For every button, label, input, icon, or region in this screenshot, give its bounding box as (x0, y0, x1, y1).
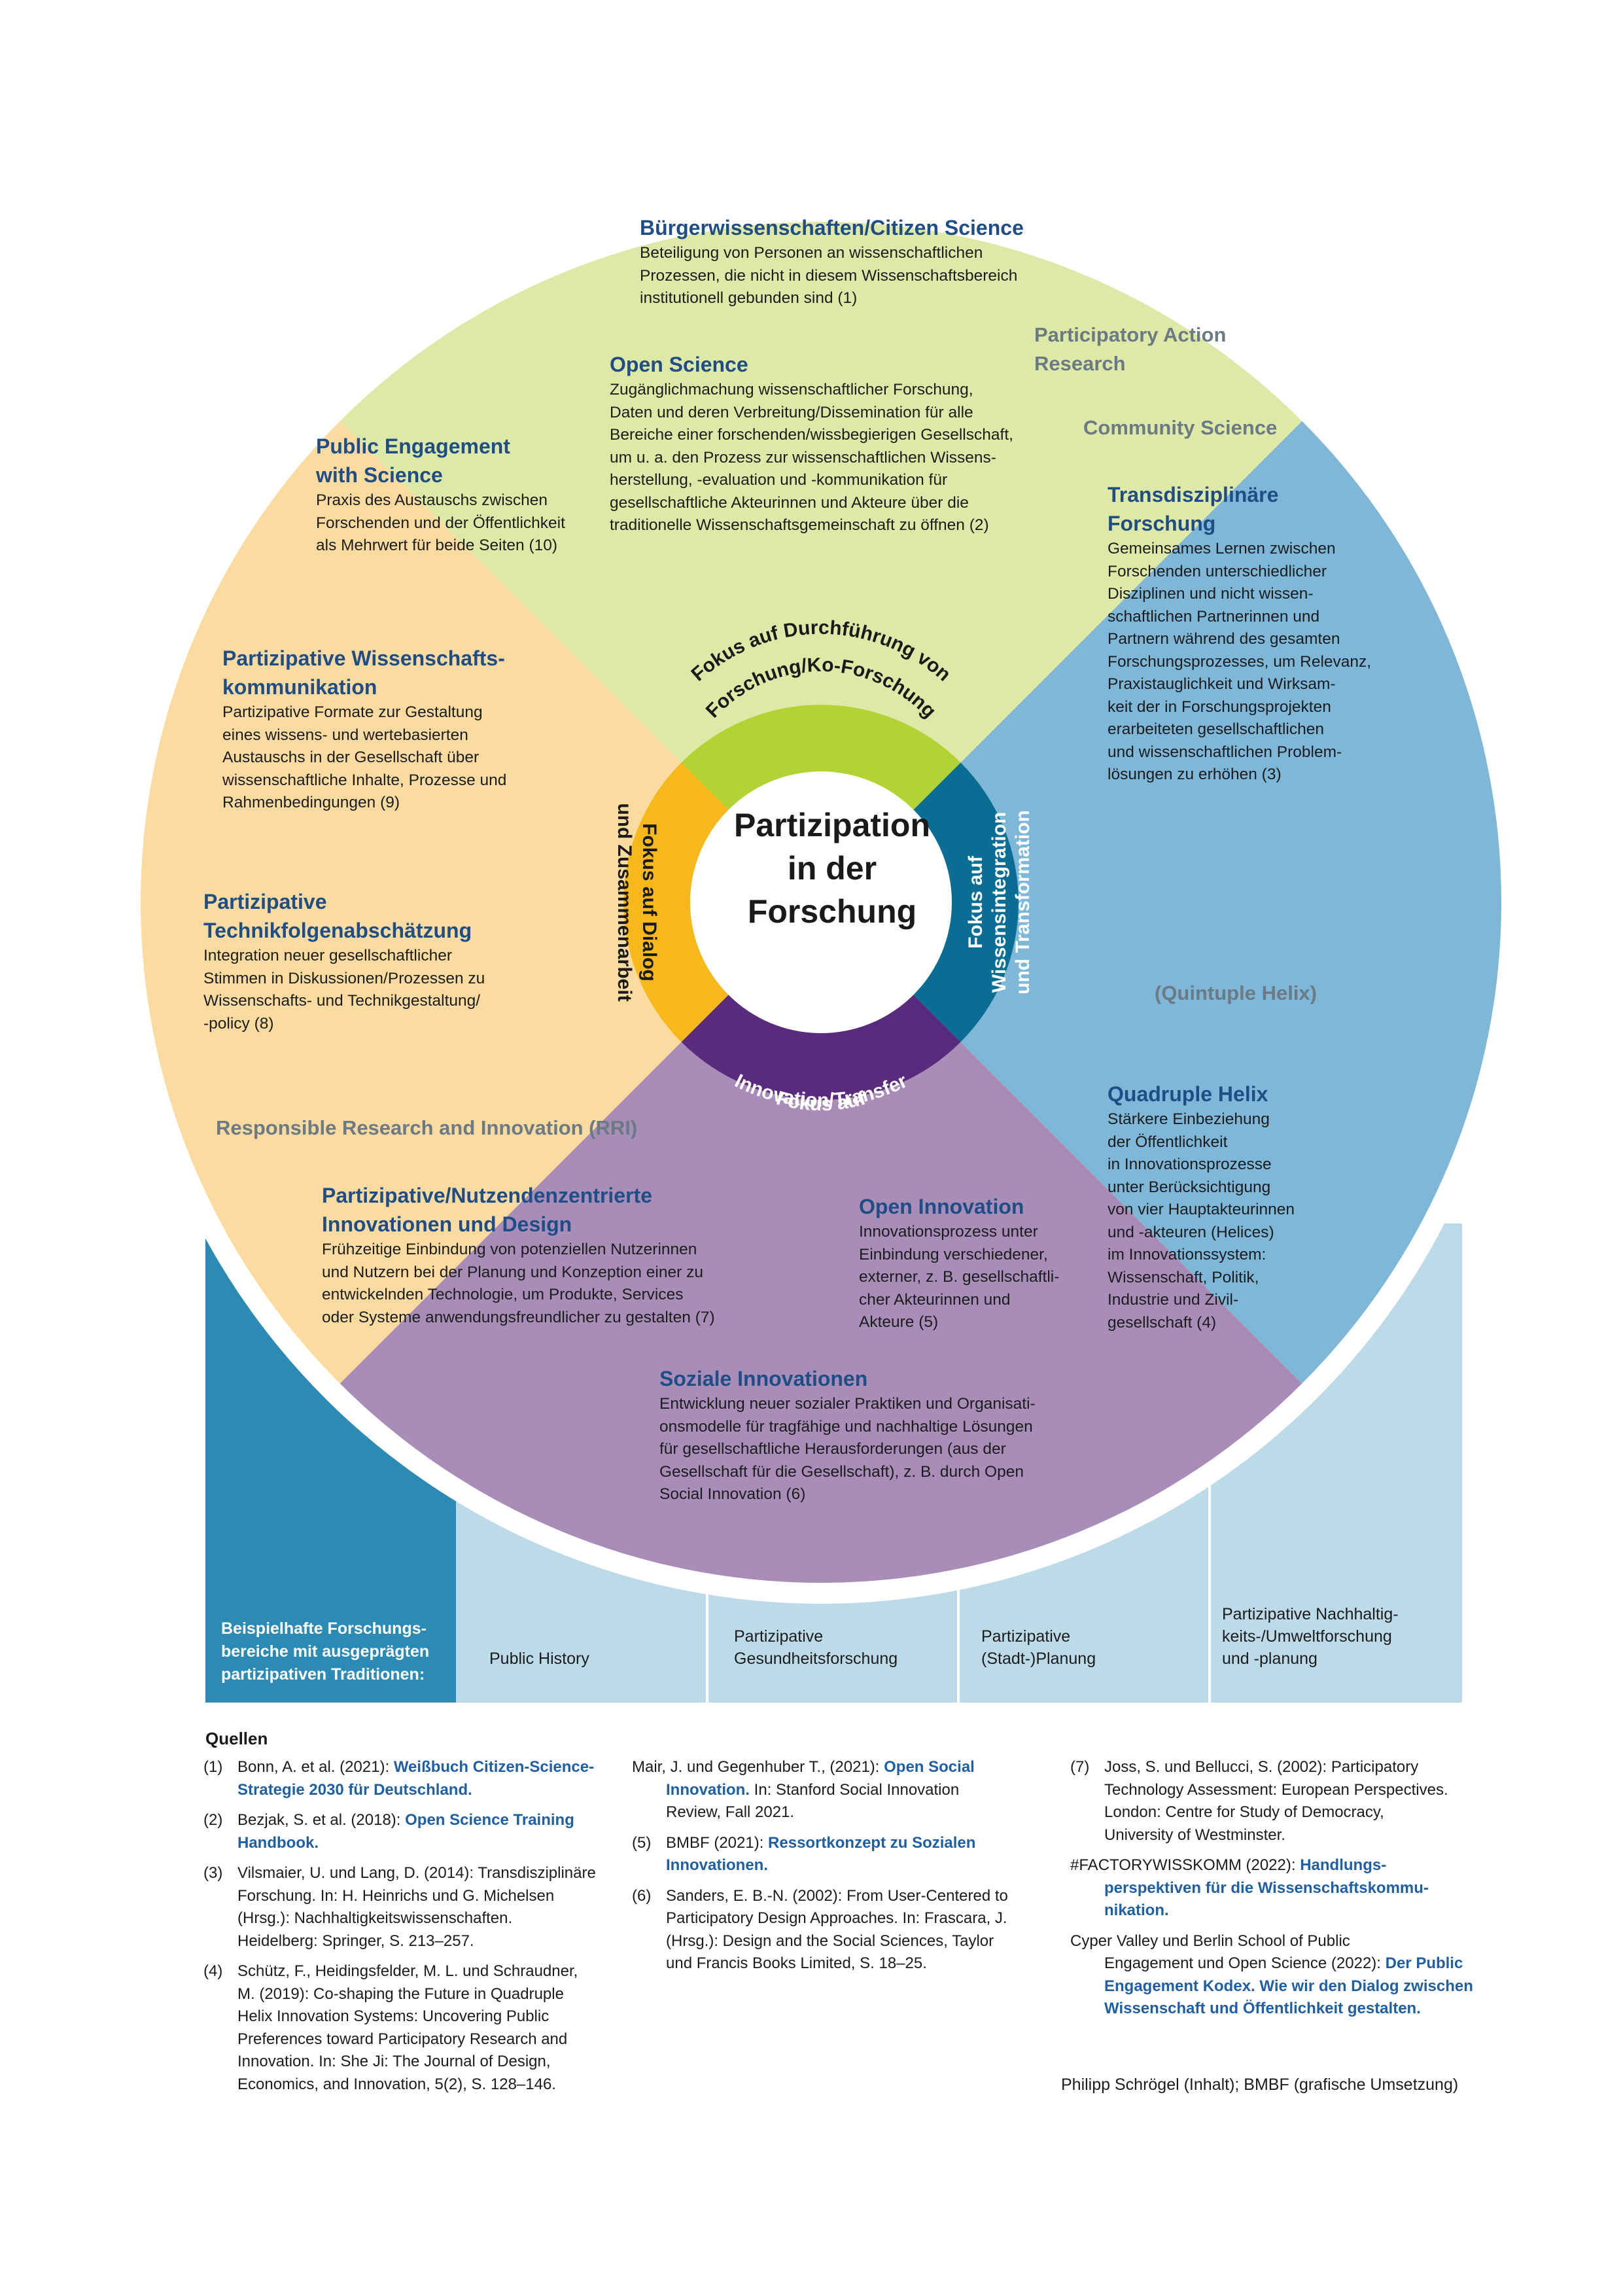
ref-text: Joss, S. und Bellucci, S. (2002): Partic… (1104, 1758, 1448, 1844)
block-open-innovation: Open Innovation Innovationsprozess unter… (859, 1192, 1108, 1334)
ref-num: (1) (203, 1758, 223, 1776)
ref-num: (5) (632, 1833, 652, 1852)
ref-text: Mair, J. und Gegenhuber T., (2021): (632, 1758, 884, 1776)
ref-6: (6) Sanders, E. B.-N. (2002): From User-C… (632, 1885, 1038, 1975)
center-title: Partizipation in der Forschung (733, 807, 931, 930)
block-desc: Partizipative Formate zur Gestaltung ein… (222, 703, 507, 811)
credit-line: Philipp Schrögel (Inhalt); BMBF (grafisc… (1061, 2075, 1459, 2094)
sources-col-1: (1) Bonn, A. et al. (2021): Weißbuch Citi… (203, 1756, 622, 2104)
band-label-public-history: Public History (489, 1650, 589, 1668)
ring-right-label-1: Fokus auf (965, 855, 986, 949)
ring-right-label-2: Wissensintegration (988, 812, 1010, 993)
block-nutzendenzentriert: Partizipative/Nutzendenzentrierte Innova… (322, 1181, 767, 1329)
ring-left-label-1: Fokus auf Dialog (638, 823, 660, 981)
label-quintuple-helix: (Quintuple Helix) (1155, 981, 1317, 1004)
block-desc: Innovationsprozess unter Einbindung vers… (859, 1223, 1060, 1331)
ref-text-after: In: Stanford Social Innovation Review, F… (666, 1780, 960, 1822)
block-title: Bürgerwissenschaften/Citizen Science (640, 216, 1024, 239)
ref-num: (6) (632, 1886, 652, 1905)
ref-2: (2) Bezjak, S. et al. (2018): Open Scienc… (203, 1809, 622, 1854)
block-desc: Stärkere Einbeziehung der Öffentlichkeit… (1108, 1110, 1295, 1332)
block-title: Soziale Innovationen (659, 1367, 868, 1390)
ref-3: (3) Vilsmaier, U. und Lang, D. (2014): Tr… (203, 1862, 622, 1952)
ref-text: Bonn, A. et al. (2021): (237, 1758, 394, 1776)
block-desc: Frühzeitige Einbindung von potenziellen … (322, 1241, 715, 1326)
ref-link[interactable]: Weißbuch Citizen-Science- Strategie 2030… (237, 1758, 595, 1799)
ref-7: (7) Joss, S. und Bellucci, S. (2002): Par… (1070, 1756, 1489, 1846)
block-title: Transdisziplinäre Forschung (1108, 483, 1279, 535)
band-label-nachhaltigkeit: Partizipative Nachhaltig- keits-/Umweltf… (1222, 1605, 1399, 1668)
block-title: Partizipative/Nutzendenzentrierte Innova… (322, 1184, 652, 1236)
ref-1: (1) Bonn, A. et al. (2021): Weißbuch Citi… (203, 1756, 622, 1801)
ref-text: Bezjak, S. et al. (2018): (237, 1811, 406, 1829)
block-title: Partizipative Technikfolgenabschätzung (203, 890, 472, 942)
ring-left-label-2: und Zusammenarbeit (614, 803, 635, 1001)
ref-text: BMBF (2021): (666, 1833, 769, 1852)
label-rri: Responsible Research and Innovation (RRI… (216, 1116, 638, 1139)
ref-text: Vilsmaier, U. und Lang, D. (2014): Trans… (237, 1864, 596, 1950)
block-technikfolgenabschaetzung: Partizipative Technikfolgenabschätzung I… (203, 887, 511, 1035)
block-title: Partizipative Wissenschafts- kommunikati… (222, 646, 505, 699)
ref-num: (3) (203, 1864, 223, 1882)
ref-text: #FACTORYWISSKOMM (2022): (1070, 1856, 1300, 1874)
ref-num: (7) (1070, 1758, 1090, 1776)
ref-num: (4) (203, 1962, 223, 1980)
block-title: Open Science (610, 353, 748, 376)
ref-num: (2) (203, 1811, 223, 1829)
band-label-planung: Partizipative (Stadt-)Planung (981, 1627, 1096, 1668)
block-title: Quadruple Helix (1108, 1082, 1268, 1106)
inner-ring (623, 705, 1019, 1100)
ref-text: Schütz, F., Heidingsfelder, M. L. und Sc… (237, 1962, 578, 2093)
block-citizen-science: Bürgerwissenschaften/Citizen Science Bet… (640, 213, 1058, 310)
ref-link[interactable]: Handlungs- perspektiven für die Wissensc… (1104, 1856, 1429, 1919)
block-partizipative-wisskomm: Partizipative Wissenschafts- kommunikati… (222, 644, 530, 815)
ref-mair: Mair, J. und Gegenhuber T., (2021): Open… (632, 1756, 1038, 1824)
ref-text: Cyper Valley und Berlin School of Public… (1070, 1932, 1381, 1973)
block-title: Public Engagement with Science (316, 434, 510, 487)
block-transdisziplinaer: Transdisziplinäre Forschung Gemeinsames … (1108, 480, 1382, 786)
sources-col-3: (7) Joss, S. und Bellucci, S. (2002): Par… (1070, 1756, 1489, 2028)
ref-4: (4) Schütz, F., Heidingsfelder, M. L. und… (203, 1960, 622, 2096)
ref-factorywisskomm: #FACTORYWISSKOMM (2022): Handlungs- pers… (1070, 1854, 1489, 1922)
ref-link[interactable]: Open Social Innovation. (666, 1758, 975, 1799)
block-desc: Zugänglichmachung wissenschaftlicher For… (610, 381, 1013, 534)
center-circle (690, 771, 952, 1033)
band-intro-label: Beispielhafte Forschungs- bereiche mit a… (221, 1619, 430, 1684)
ref-link[interactable]: Ressortkonzept zu Sozialen Innovationen. (666, 1833, 976, 1875)
sources-col-2: Mair, J. und Gegenhuber T., (2021): Open… (632, 1756, 1038, 1983)
sources-title: Quellen (205, 1729, 268, 1748)
ring-right-label-3: und Transformation (1012, 810, 1034, 995)
block-public-engagement: Public Engagement with Science Praxis de… (316, 432, 591, 557)
block-open-science: Open Science Zugänglichmachung wissensch… (610, 350, 1068, 537)
ref-cyber-valley: Cyper Valley und Berlin School of Public… (1070, 1930, 1489, 2021)
ref-link[interactable]: Der Public Engagement Kodex. Wie wir den… (1104, 1954, 1473, 2017)
block-desc: Entwicklung neuer sozialer Praktiken und… (659, 1395, 1036, 1503)
block-title: Open Innovation (859, 1195, 1024, 1218)
ref-link[interactable]: Open Science Training Handbook. (237, 1811, 574, 1852)
label-community-science: Community Science (1083, 416, 1278, 439)
ref-text: Sanders, E. B.-N. (2002): From User-Cent… (666, 1886, 1008, 1973)
block-desc: Beteiligung von Personen an wissenschaft… (640, 244, 1018, 307)
label-participatory-action-research: Participatory Action Research (1034, 323, 1227, 375)
block-desc: Integration neuer gesellschaftlicher Sti… (203, 947, 485, 1033)
block-soziale-innovationen: Soziale Innovationen Entwicklung neuer s… (659, 1364, 1091, 1506)
block-quadruple-helix: Quadruple Helix Stärkere Einbeziehung de… (1108, 1080, 1356, 1334)
ref-5: (5) BMBF (2021): Ressortkonzept zu Sozial… (632, 1832, 1038, 1877)
band-label-gesundheit: Partizipative Gesundheitsforschung (734, 1627, 898, 1668)
block-desc: Gemeinsames Lernen zwischen Forschenden … (1108, 540, 1372, 783)
block-desc: Praxis des Austauschs zwischen Forschend… (316, 491, 565, 554)
